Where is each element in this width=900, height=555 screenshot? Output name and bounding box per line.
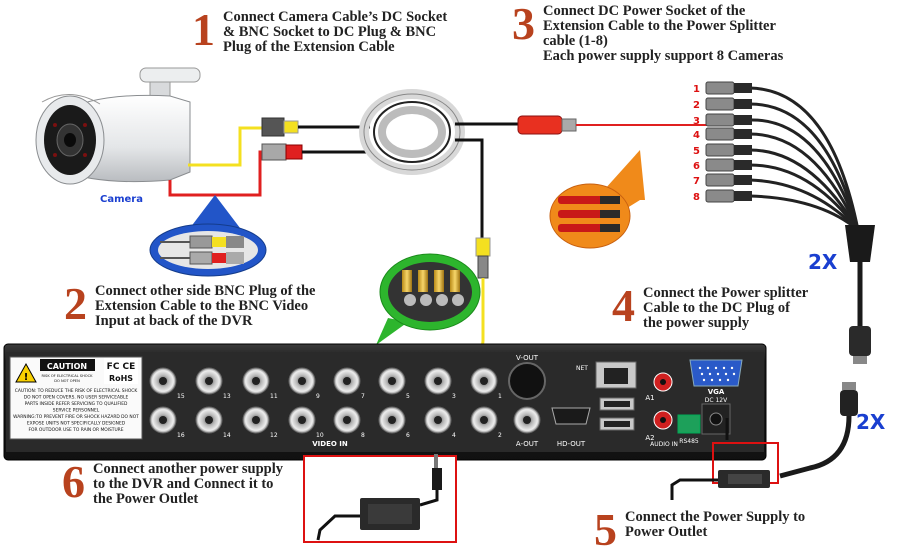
step-3: 3 Connect DC Power Socket of the Extensi… bbox=[512, 0, 784, 64]
caution-title: CAUTION bbox=[47, 362, 87, 371]
caution-line: EXPOSE UNITS NOT SPECIFICALLY DESIGNED bbox=[27, 421, 126, 427]
step-number: 2 bbox=[64, 278, 87, 329]
bnc-number: 8 bbox=[361, 432, 365, 439]
bnc-number: 4 bbox=[452, 432, 456, 439]
camera-connector-callout bbox=[149, 195, 267, 277]
video-in-label: VIDEO IN bbox=[312, 440, 348, 448]
cert-fc: FC CE bbox=[107, 362, 136, 372]
dvr-back-panel: ! bbox=[3, 343, 767, 461]
step-2: 2 Connect other side BNC Plug of the Ext… bbox=[64, 278, 316, 329]
caution-line: DO NOT OPEN COVERS. NO USER SERVICEABLE bbox=[24, 395, 129, 401]
rs485-label: RS485 bbox=[679, 438, 699, 445]
bnc-number: 5 bbox=[406, 393, 410, 400]
splitter-port-number: 7 bbox=[693, 176, 700, 187]
power-supply-dvr bbox=[303, 454, 457, 543]
splitter-port-number: 6 bbox=[693, 161, 700, 172]
caution-line: WARNING:TO PREVENT FIRE OR SHOCK HAZARD … bbox=[13, 414, 139, 420]
bnc-number: 12 bbox=[270, 432, 278, 439]
splitter-port-number: 2 bbox=[693, 100, 700, 111]
caution-line: PARTS INSIDE REFER SERVICING TO QUALIFIE… bbox=[25, 401, 128, 407]
bnc-number: 10 bbox=[316, 432, 324, 439]
audio-in-label: AUDIO IN bbox=[650, 441, 678, 448]
step-text: Connect Camera Cable’s DC Socket & BNC S… bbox=[223, 9, 448, 55]
splitter-plugs bbox=[705, 81, 752, 203]
camera-icon bbox=[35, 67, 201, 185]
caution-line: CAUTION: TO REDUCE THE RISK OF ELECTRICA… bbox=[15, 388, 138, 394]
bnc-number: 14 bbox=[223, 432, 231, 439]
caution-line: FOR OUTDOOR USE TO RAIN OR MOISTURE bbox=[28, 427, 123, 433]
step-text: Connect the Power splitter Cable to the … bbox=[643, 285, 809, 331]
caution-sub: RISK OF ELECTRICAL SHOCK bbox=[42, 374, 94, 378]
bnc-number: 15 bbox=[177, 393, 185, 400]
step-number: 6 bbox=[62, 456, 85, 507]
step-number: 3 bbox=[512, 0, 535, 49]
step-5: 5 Connect the Power Supply to Power Outl… bbox=[594, 504, 806, 555]
multiplier-upper: 2X bbox=[808, 250, 838, 274]
bnc-number: 7 bbox=[361, 393, 365, 400]
a-out-label: A-OUT bbox=[516, 440, 539, 448]
cert-rohs: RoHS bbox=[109, 374, 133, 383]
step-text: Connect other side BNC Plug of the Exten… bbox=[95, 283, 316, 329]
step-6: 6 Connect another power supply to the DV… bbox=[62, 456, 284, 507]
splitter-port-number: 5 bbox=[693, 146, 700, 157]
step-1: 1 Connect Camera Cable’s DC Socket & BNC… bbox=[192, 4, 448, 55]
bnc-number: 13 bbox=[223, 393, 231, 400]
splitter-port-number: 1 bbox=[693, 84, 700, 95]
bnc-number: 6 bbox=[406, 432, 410, 439]
vga-label: VGA bbox=[708, 388, 725, 396]
bnc-video-inputs bbox=[149, 367, 498, 434]
power-splitter bbox=[705, 81, 875, 479]
bnc-closeup-callout bbox=[376, 253, 481, 345]
extension-cable-coil bbox=[298, 89, 720, 352]
svg-text:!: ! bbox=[24, 372, 29, 383]
bnc-number: 2 bbox=[498, 432, 502, 439]
step-number: 4 bbox=[612, 280, 635, 331]
bnc-number: 16 bbox=[177, 432, 185, 439]
a2-label: A2 bbox=[645, 434, 654, 442]
caution-line: SERVICE PERSONNEL bbox=[53, 408, 100, 414]
bnc-number: 3 bbox=[452, 393, 456, 400]
splitter-port-number: 4 bbox=[693, 130, 700, 141]
bnc-number: 1 bbox=[498, 393, 502, 400]
splitter-port-number: 3 bbox=[693, 116, 700, 127]
step-number: 5 bbox=[594, 504, 617, 555]
caution-sub: DO NOT OPEN bbox=[54, 379, 80, 383]
dc12v-label: DC 12V bbox=[705, 397, 728, 404]
step-text: Connect DC Power Socket of the Extension… bbox=[543, 3, 784, 64]
camera-label: Camera bbox=[100, 194, 143, 205]
net-label: NET bbox=[576, 365, 588, 372]
splitter-closeup-callout bbox=[549, 150, 645, 249]
splitter-port-number: 8 bbox=[693, 192, 700, 203]
step-text: Connect another power supply to the DVR … bbox=[93, 461, 284, 507]
bnc-number: 9 bbox=[316, 393, 320, 400]
step-number: 1 bbox=[192, 4, 215, 55]
a1-label: A1 bbox=[645, 394, 654, 402]
multiplier-lower: 2X bbox=[856, 410, 886, 434]
step-text: Connect the Power Supply to Power Outlet bbox=[625, 509, 806, 540]
hd-out-label: HD-OUT bbox=[557, 440, 586, 448]
v-out-label: V-OUT bbox=[516, 354, 539, 362]
step-4: 4 Connect the Power splitter Cable to th… bbox=[612, 280, 809, 331]
bnc-number: 11 bbox=[270, 393, 278, 400]
power-supply-4 bbox=[670, 418, 779, 500]
